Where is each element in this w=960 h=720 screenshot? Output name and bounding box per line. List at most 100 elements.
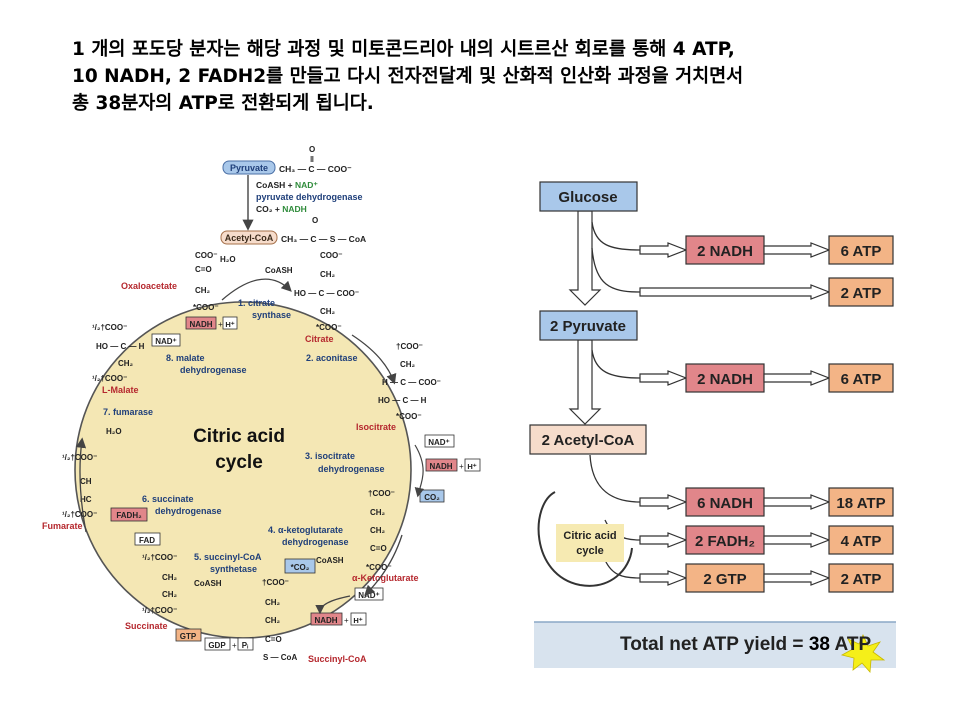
atp-box [828,363,894,393]
enzyme-2: 2. aconitase [306,353,358,363]
flow-row: 2 ATP [639,277,894,307]
isocitrate-label: Isocitrate [356,422,396,432]
flow-row: 2 NADH 6 ATP [639,235,894,265]
atp-box [828,277,894,307]
acetyl-coa-box [220,230,278,245]
nad-malate-label: NAD⁺ [155,337,177,346]
h-akg-label: H⁺ [353,616,362,625]
total-yield-banner: Total net ATP yield = 38 ATP [534,621,896,673]
fumarate-label: Fumarate [42,521,83,531]
h-box-akg [350,612,367,626]
coash-3: CoASH [194,579,222,588]
pi-label: Pᵢ [242,641,248,650]
nad-box-malate [151,333,181,347]
atp-box [828,235,894,265]
h-box-malate [222,316,238,330]
intro-line-3: 총 38분자의 ATP로 전환되게 됩니다. [72,93,374,114]
branch-glycolysis-atp [591,247,641,293]
intro-line-2: 10 NADH, 2 FADH2를 만들고 다시 전자전달계 및 산화적 인산화… [72,66,744,87]
pyruvate2-label: 2 Pyruvate [550,318,626,335]
enzyme-4a: 4. α-ketoglutarate [268,525,343,535]
akg-structure: †COO⁻ CH₂ CH₂ C=O *COO⁻ [366,489,397,572]
arrow-to-product-6 [639,570,688,586]
acetylcoa2-box [529,424,647,455]
fad-label: FAD [139,536,155,545]
enzyme-3a: 3. isocitrate [305,451,355,461]
succinate-label: Succinate [125,621,168,631]
total-yield-text: Total net ATP yield = 38 ATP [620,634,871,655]
co2-box-akg [284,558,316,574]
enzyme-3b: dehydrogenase [318,464,385,474]
pyruvate-label: Pyruvate [230,163,268,173]
enzyme-5a: 5. succinyl-CoA [194,552,262,562]
nadh-iso-label: NADH [429,462,452,471]
fumarate-structure: ¹/₂†COO⁻ CH HC ¹/₂†COO⁻ [62,453,100,519]
starburst-icon [840,634,886,673]
co2-iso-label: CO₂ [424,493,440,502]
product-label: 2 NADH [697,243,753,260]
nad-box-iso [424,434,455,448]
fadh2-label: FADH₂ [116,511,142,520]
succinyl-coa-label: Succinyl-CoA [308,654,367,664]
cycle-arrow-bottom-right [364,534,403,596]
enzyme-1b: synthase [252,310,291,320]
arrow-to-atp-6 [763,570,831,586]
arrow-to-atp-3 [763,370,831,386]
total-band [534,622,896,668]
coash-1: CoASH [265,266,293,275]
gtp-label: GTP [180,632,197,641]
akg-cofactor-arrow [315,595,351,615]
atp-box [828,487,894,517]
atp-label: 4 ATP [841,533,882,550]
arrow-to-product-3 [639,370,688,386]
atp-yield-flowchart: Citric acid cycle Glucose 2 Pyruvate 2 A… [529,181,647,587]
nadh-box-malate [185,316,217,330]
succinate-structure: ¹/₂†COO⁻ CH₂ CH₂ ¹/₂†COO⁻ [142,553,180,615]
acetyl-coa-structure: CH₃ — C — S — CoA [281,234,366,244]
product-label: 2 GTP [703,571,746,588]
pdh-output: CO₂ + NADH [256,204,307,214]
product-box [685,363,765,393]
l-malate-label: L-Malate [102,385,139,395]
pyruvate-box [222,160,276,175]
enzyme-6b: dehydrogenase [155,506,222,516]
isocitrate-structure: †COO⁻ CH₂ H — C — COO⁻ HO — C — H *COO⁻ [378,342,443,421]
l-malate-structure: ¹/₂†COO⁻ HO — C — H CH₂ ¹/₂†COO⁻ [92,323,147,383]
atp-label: 18 ATP [836,495,885,512]
akg-label: α-Ketoglutarate [352,573,419,583]
h2o-1: H₂O [220,255,236,264]
h-malate-label: H⁺ [225,320,234,329]
branch-cycle-nadh [589,454,641,503]
enzyme-8b: dehydrogenase [180,365,247,375]
h-iso-label: H⁺ [467,462,476,471]
atp-label: 6 ATP [841,371,882,388]
arrow-to-product-5 [639,532,688,548]
enzyme-4b: dehydrogenase [282,537,349,547]
coash-2: CoASH [316,556,344,565]
fadh2-box [110,507,148,522]
intro-text: 1 개의 포도당 분자는 해당 과정 및 미토콘드리아 내의 시트르산 회로를 … [72,36,902,117]
enzyme-1a: 1. citrate [238,298,275,308]
plus-iso: + [459,462,464,471]
flow-cycle-label-2: cycle [576,545,604,557]
nadh-malate-label: NADH [189,320,212,329]
arrow-to-atp-1 [763,242,831,258]
arrow-to-product-4 [639,494,688,510]
arrow-to-product-1 [639,242,688,258]
product-box [685,563,765,593]
enzyme-8a: 8. malate [166,353,205,363]
h-box-iso [464,458,481,472]
flow-cycle-label-box [556,524,624,562]
arrow-glucose-to-pyruvate [568,210,602,306]
atp-label: 6 ATP [841,243,882,260]
h2o-2: H₂O [106,427,122,436]
acetyl-coa-label: Acetyl-CoA [225,233,274,243]
citrate-structure: COO⁻ CH₂ HO — C — COO⁻ CH₂ *COO⁻ [294,251,361,332]
pi-box [237,637,254,651]
plus-akg: + [344,616,349,625]
glucose-box [539,181,638,212]
product-label: 2 NADH [697,371,753,388]
iso-cofactor-arrow [414,444,425,498]
atp-box [828,525,894,555]
